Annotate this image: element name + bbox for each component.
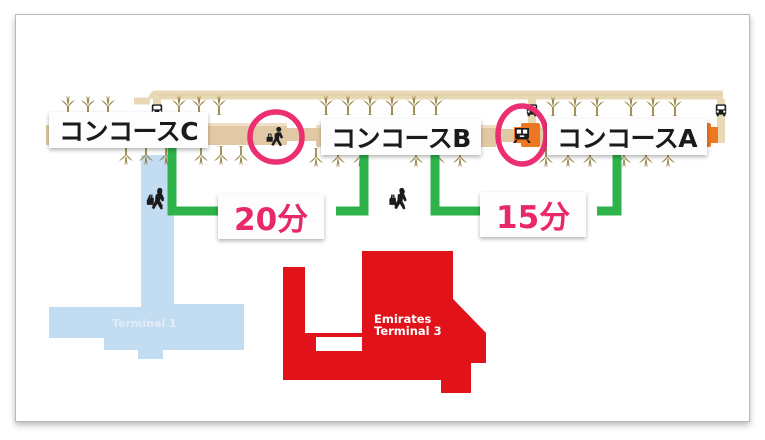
transfer-time-20min: 20分 (218, 194, 325, 239)
terminal-1-shape (49, 155, 244, 359)
transfer-train (495, 103, 549, 167)
concourse-a-label[interactable]: コンコースA (547, 119, 708, 155)
concourse-b-label[interactable]: コンコースB (321, 119, 481, 155)
bus-icons (151, 104, 727, 117)
concourse-c-label[interactable]: コンコースC (49, 112, 209, 148)
map-card: コンコースC コンコースB コンコースA 20分 15分 Terminal 1 … (15, 14, 750, 422)
transfer-walk (247, 109, 305, 165)
green-connectors (167, 145, 622, 216)
airport-map (16, 15, 749, 421)
transfer-time-15min: 15分 (480, 192, 587, 237)
terminal-3-shape (283, 251, 486, 393)
